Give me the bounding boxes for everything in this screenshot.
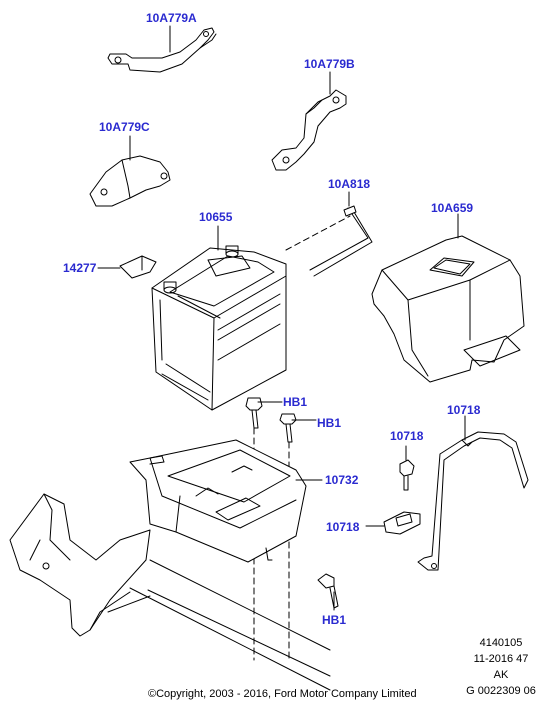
reference-line-4: G 0022309 06: [466, 685, 536, 697]
part-label-10a779a[interactable]: 10A779A: [146, 11, 197, 25]
bolt-hb1-mid-drawing: [279, 413, 297, 443]
part-label-10655[interactable]: 10655: [199, 210, 233, 224]
bolt-hb1-top-drawing: [245, 397, 263, 429]
reference-line-3: AK: [493, 669, 509, 681]
reference-line-1: 4140105: [479, 637, 523, 649]
part-label-10718-strap[interactable]: 10718: [447, 403, 481, 417]
part-label-14277[interactable]: 14277: [63, 261, 97, 275]
part-label-10718-bolt[interactable]: 10718: [390, 429, 424, 443]
cap-14277-drawing: [119, 255, 157, 279]
part-label-10a818[interactable]: 10A818: [328, 177, 371, 191]
bolt-10718-drawing: [399, 459, 415, 491]
copyright-notice: ©Copyright, 2003 - 2016, Ford Motor Comp…: [148, 688, 417, 700]
strap-10718-drawing: [417, 431, 529, 571]
part-label-10a659[interactable]: 10A659: [431, 201, 474, 215]
cover-10a659-drawing: [371, 235, 525, 383]
body-structure-drawing: [9, 493, 331, 691]
rod-10a818-drawing: [309, 205, 373, 277]
part-label-hb1-b[interactable]: HB1: [317, 416, 342, 430]
bolt-hb1-bottom-drawing: [317, 573, 339, 609]
bracket-10a779c-drawing: [89, 155, 171, 207]
part-label-hb1-c[interactable]: HB1: [322, 613, 347, 627]
part-label-10a779b[interactable]: 10A779B: [304, 57, 355, 71]
bracket-10a779b-drawing: [271, 89, 347, 171]
part-label-10a779c[interactable]: 10A779C: [99, 120, 150, 134]
part-label-10718-clamp[interactable]: 10718: [326, 520, 360, 534]
bracket-10a779a-drawing: [107, 27, 217, 73]
part-label-hb1-a[interactable]: HB1: [283, 395, 308, 409]
tray-10732-drawing: [129, 439, 307, 563]
leader-10655-rod: [285, 215, 351, 251]
battery-10655-drawing: [151, 245, 287, 411]
clamp-10718-drawing: [383, 511, 421, 535]
part-label-10732[interactable]: 10732: [325, 473, 359, 487]
reference-line-2: 11-2016 47: [473, 653, 529, 665]
